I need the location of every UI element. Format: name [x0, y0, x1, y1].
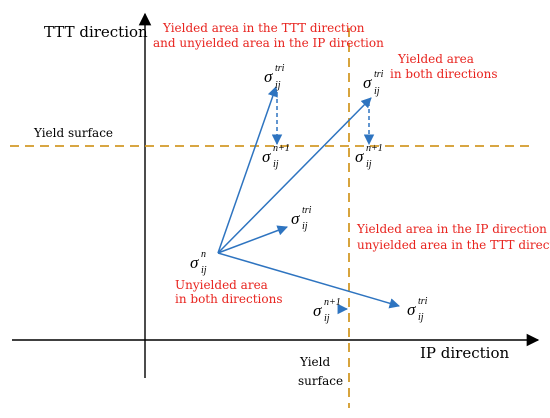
svg-text:ij: ij: [275, 80, 281, 91]
symbol-sigma-n1-bottom: σ n+1 ij: [313, 297, 341, 324]
svg-text:σ: σ: [407, 300, 416, 319]
svg-text:ij: ij: [302, 221, 308, 232]
svg-text:tri: tri: [275, 63, 285, 74]
region-label-right-line2: unyielded area in the TTT direction: [357, 238, 550, 252]
y-axis-label: TTT direction: [44, 23, 148, 41]
svg-text:σ: σ: [355, 147, 364, 166]
region-label-top-right-line1: Yielded area: [397, 52, 474, 66]
svg-text:σ: σ: [262, 147, 271, 166]
region-label-top-left-line1: Yielded area in the TTT direction: [162, 21, 365, 35]
svg-text:ij: ij: [366, 159, 372, 170]
svg-text:ij: ij: [201, 265, 207, 276]
arrow-to-trial-middle: [217, 225, 288, 254]
svg-text:tri: tri: [418, 296, 428, 307]
svg-text:σ: σ: [264, 67, 273, 86]
symbol-sigma-tri-top-right: σ tri ij: [363, 69, 384, 97]
region-label-top-right-line2: in both directions: [390, 67, 498, 81]
svg-text:tri: tri: [374, 69, 384, 80]
return-mapping-arrows: [271, 92, 375, 315]
svg-text:tri: tri: [302, 205, 312, 216]
symbol-sigma-tri-middle: σ tri ij: [291, 205, 312, 232]
svg-text:n+1: n+1: [324, 297, 341, 308]
svg-text:σ: σ: [190, 253, 199, 272]
svg-text:n: n: [201, 249, 206, 260]
svg-text:n+1: n+1: [366, 143, 383, 154]
region-label-top-left-line2: and unyielded area in the IP direction: [153, 36, 384, 50]
yield-surface-vertical-label-line1: Yield: [299, 355, 330, 369]
yield-surface-vertical-label-line2: surface: [298, 374, 343, 388]
symbol-sigma-n1-top-right: σ n+1 ij: [355, 143, 383, 170]
svg-text:σ: σ: [313, 301, 322, 320]
region-label-right-line1: Yielded area in the IP direction and: [356, 222, 550, 236]
svg-text:ij: ij: [273, 159, 279, 170]
svg-text:ij: ij: [324, 313, 330, 324]
svg-text:σ: σ: [363, 73, 372, 92]
yield-surface-horizontal-label: Yield surface: [33, 126, 113, 140]
region-label-bottom-left-line2: in both directions: [175, 292, 283, 306]
symbol-sigma-tri-bottom-right: σ tri ij: [407, 296, 428, 323]
svg-text:ij: ij: [418, 312, 424, 323]
arrow-to-trial-top-left: [217, 86, 278, 254]
symbol-sigma-tri-top-left: σ tri ij: [264, 63, 285, 91]
symbol-sigma-n1-top-left: σ n+1 ij: [262, 143, 290, 170]
x-axis-label: IP direction: [420, 344, 509, 362]
arrow-to-trial-bottom-right: [217, 252, 401, 309]
svg-text:σ: σ: [291, 209, 300, 228]
trial-stress-arrows: [217, 86, 401, 309]
svg-text:n+1: n+1: [273, 143, 290, 154]
arrow-to-trial-top-right: [217, 97, 372, 254]
symbol-sigma-n-origin: σ n ij: [190, 249, 207, 276]
region-label-bottom-left-line1: Unyielded area: [175, 278, 268, 292]
svg-text:ij: ij: [374, 86, 380, 97]
